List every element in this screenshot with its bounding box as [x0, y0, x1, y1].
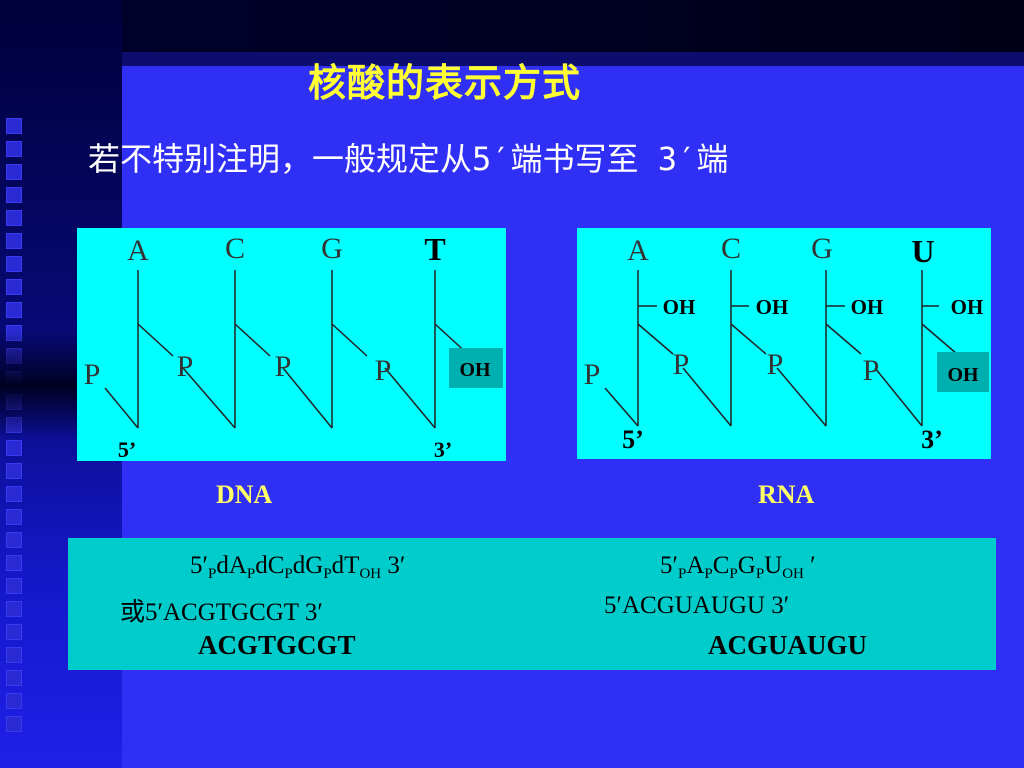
rna-sequence-formula: 5′PAPCPGPUOH ′: [660, 552, 816, 582]
rna-sequence-letters: ACGUAUGU: [708, 630, 867, 660]
rna-structure-panel: OH OH OH OH OH A C G U P P P P 5’ 3’: [577, 228, 991, 459]
rna-base-a: A: [627, 234, 649, 267]
dna-phosphate-4: P: [375, 354, 392, 387]
rna-phosphate-3: P: [767, 348, 784, 381]
rna-2-oh-1: OH: [663, 295, 696, 319]
dna-base-g: G: [321, 232, 343, 265]
sequence-notation-box: 5′PdAPdCPdGPdTOH 3′ 或5′ACGTGCGT 3′ ACGTG…: [68, 538, 996, 670]
rna-phosphate-2: P: [673, 348, 690, 381]
dna-3-oh-label: OH: [459, 359, 491, 381]
dna-sequence-letters: ACGTGCGT: [198, 630, 356, 660]
dna-3-end-label: 3’: [434, 437, 452, 461]
rna-phosphate-1: P: [584, 358, 601, 391]
dna-phosphate-1: P: [84, 358, 101, 391]
top-dark-band: [122, 0, 1024, 52]
dna-phosphate-3: P: [275, 350, 292, 383]
dna-caption: DNA: [216, 480, 273, 509]
dna-sequence-formula: 5′PdAPdCPdGPdTOH 3′: [190, 552, 406, 582]
top-accent-band: [122, 52, 1024, 66]
rna-2-oh-3: OH: [851, 295, 884, 319]
dna-5-end-label: 5’: [118, 437, 136, 461]
rna-caption: RNA: [758, 480, 815, 509]
dna-base-c: C: [225, 232, 245, 265]
rna-3-end-label: 3’: [921, 425, 943, 454]
rna-base-u: U: [911, 233, 934, 269]
rna-base-c: C: [721, 232, 741, 265]
rna-sequence-short: 5′ACGUAUGU 3′: [604, 592, 790, 619]
dna-sequence-short: 或5′ACGTGCGT 3′: [120, 599, 323, 626]
rna-base-g: G: [811, 232, 833, 265]
rna-3-oh-box: [937, 352, 989, 392]
slide-subtitle: 若不特别注明，一般规定从5′端书写至 3′端: [88, 140, 729, 178]
rna-2-oh-2: OH: [756, 295, 789, 319]
dna-phosphate-2: P: [177, 350, 194, 383]
rna-structure-diagram: OH OH OH OH OH A C G U P P P P 5’ 3’: [584, 232, 989, 454]
rna-3-oh-label: OH: [947, 364, 979, 386]
dna-3-oh-box: [449, 348, 503, 388]
dna-base-t: T: [424, 231, 445, 267]
slide-title: 核酸的表示方式: [308, 61, 582, 105]
rna-5-end-label: 5’: [622, 425, 644, 454]
dna-base-a: A: [127, 234, 149, 267]
dna-structure-panel: OH A C G T P P P P 5’ 3’: [77, 228, 506, 461]
rna-2-oh-4: OH: [951, 295, 984, 319]
rna-phosphate-4: P: [863, 354, 880, 387]
dna-structure-diagram: OH A C G T P P P P 5’ 3’: [84, 231, 503, 461]
